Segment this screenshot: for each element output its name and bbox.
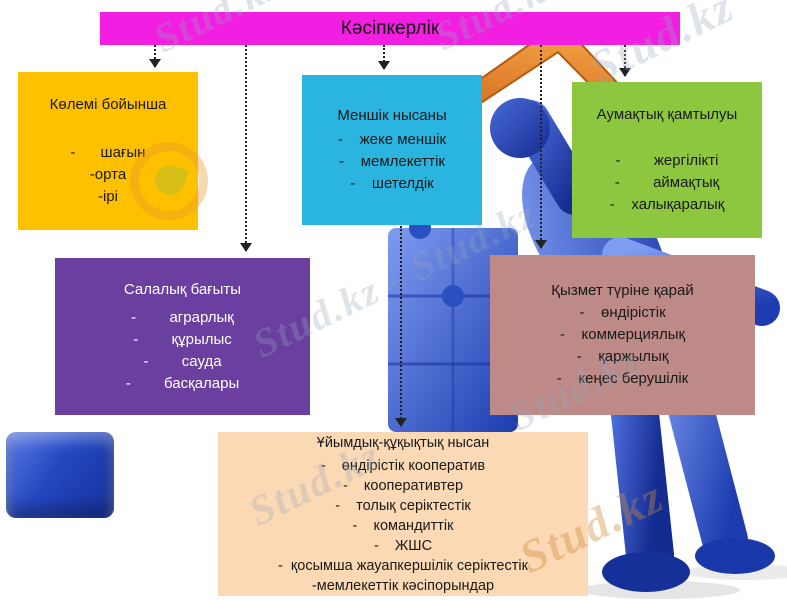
- list-item: - құрылыс: [133, 330, 232, 348]
- list-item: - шағын: [70, 144, 146, 161]
- list-item: - өндірістік кооператив: [320, 458, 486, 474]
- box-legal: Ұйымдық-құқықтық нысан - өндірістік кооп…: [218, 432, 588, 596]
- list-item: - жеке меншік: [337, 131, 447, 148]
- connector-arrow-to-ownership: [378, 45, 390, 70]
- list-item: -орта: [89, 166, 127, 183]
- box-activity: Қызмет түріне қарай - өндірістік - коммер…: [490, 255, 755, 415]
- list-item: - аграрлық: [131, 308, 234, 326]
- list-item: - кооперативтер: [342, 478, 464, 494]
- box-territory-title: Аумақтық қамтылуы: [596, 106, 738, 123]
- list-item: - өндірістік: [579, 304, 666, 321]
- connector-arrow-to-activity: [535, 45, 547, 249]
- box-territory: Аумақтық қамтылуы - жергілікті - аймақтық…: [572, 82, 762, 238]
- box-industry: Салалық бағыты - аграрлық - құрылыс - сауд…: [55, 258, 310, 415]
- list-item: - кеңес берушілік: [556, 370, 689, 387]
- list-item: - жергілікті: [615, 152, 719, 169]
- list-item: - қосымша жауапкершілік серіктестік: [278, 558, 528, 574]
- list-item: - толық серіктестік: [335, 498, 471, 514]
- list-item: - басқалары: [125, 374, 240, 392]
- connector-arrow-to-industry: [240, 45, 252, 252]
- box-territory-items: - жергілікті - аймақтық - халықаралық: [578, 150, 756, 216]
- box-legal-title: Ұйымдық-құқықтық нысан: [316, 435, 490, 451]
- connector-arrow-to-territory: [619, 45, 631, 77]
- box-industry-items: - аграрлық - құрылыс - сауда - басқалары: [61, 307, 304, 395]
- list-item: - шетелдік: [350, 175, 434, 192]
- box-legal-items: - өндірістік кооператив - кооперативтер - …: [224, 456, 582, 596]
- box-size-title: Көлемі бойынша: [49, 96, 167, 113]
- box-industry-title: Салалық бағыты: [123, 280, 242, 298]
- box-activity-items: - өндірістік - коммерциялық - қаржылық - ке…: [496, 302, 749, 390]
- list-item: -мемлекеттік кәсіпорындар: [311, 578, 495, 594]
- list-item: - қаржылық: [576, 348, 669, 365]
- box-ownership-items: - жеке меншік - мемлекеттік - шетелдік: [308, 129, 476, 195]
- box-ownership-title: Меншік нысаны: [337, 107, 447, 124]
- diagram-title: Кәсіпкерлік: [340, 17, 440, 39]
- list-item: - командиттік: [352, 518, 454, 534]
- box-ownership: Меншік нысаны - жеке меншік - мемлекеттік…: [302, 75, 482, 225]
- list-item: -ірі: [97, 188, 118, 205]
- list-item: - халықаралық: [609, 196, 725, 213]
- blue-box-clipart: [6, 432, 114, 518]
- list-item: - аймақтық: [614, 174, 720, 191]
- diagram-header: Кәсіпкерлік: [100, 12, 680, 45]
- box-size: Көлемі бойынша - шағын -орта -ірі: [18, 72, 198, 230]
- list-item: - коммерциялық: [559, 326, 686, 343]
- box-size-items: - шағын -орта -ірі: [24, 142, 192, 208]
- box-activity-title: Қызмет түріне қарай: [551, 282, 694, 299]
- list-item: - сауда: [143, 352, 222, 370]
- list-item: - ЖШС: [373, 538, 433, 554]
- connector-arrow-to-legal: [395, 226, 407, 427]
- connector-arrow-to-size: [149, 45, 161, 68]
- list-item: - мемлекеттік: [339, 153, 445, 170]
